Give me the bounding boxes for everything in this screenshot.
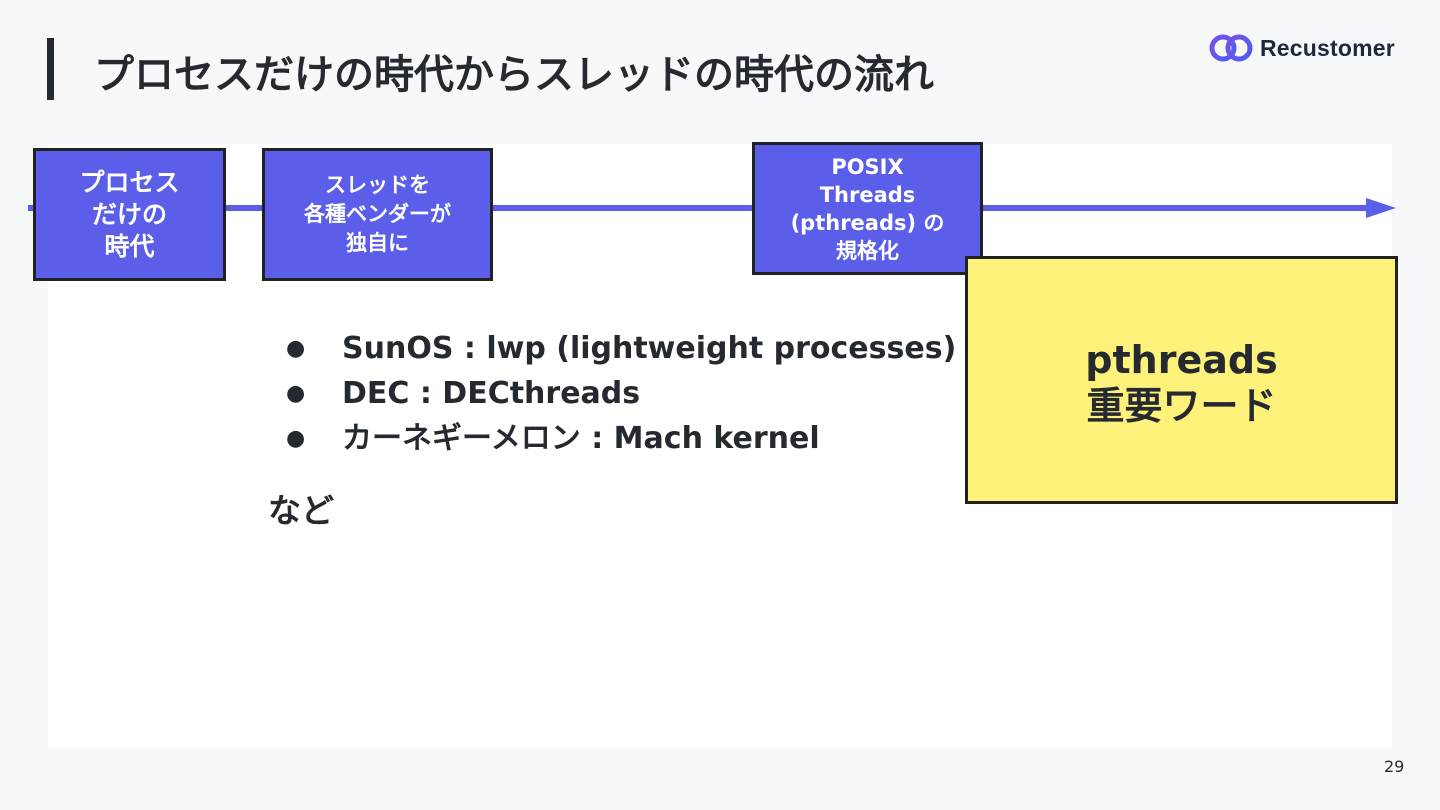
page-number: 29 <box>1384 757 1405 776</box>
title-accent-bar <box>47 38 54 100</box>
slide-title: プロセスだけの時代からスレッドの時代の流れ <box>94 52 934 98</box>
stage-label: POSIX Threads (pthreads) の 規格化 <box>790 154 945 263</box>
keyword-text: pthreads 重要ワード <box>1085 338 1278 428</box>
timeline-arrowhead <box>1366 198 1396 218</box>
keyword-callout: pthreads 重要ワード <box>965 256 1398 504</box>
examples-suffix: など <box>268 491 334 530</box>
stage-label: プロセス だけの 時代 <box>79 167 180 261</box>
timeline-stage-process-era: プロセス だけの 時代 <box>33 148 226 281</box>
timeline-stage-vendor-threads: スレッドを 各種ベンダーが 独自に <box>262 148 493 281</box>
linked-rings-icon <box>1209 34 1253 62</box>
timeline-line <box>28 205 1373 211</box>
examples-list: SunOS : lwp (lightweight processes) DEC … <box>286 330 956 465</box>
timeline-stage-posix-threads: POSIX Threads (pthreads) の 規格化 <box>752 142 983 275</box>
list-item: カーネギーメロン : Mach kernel <box>286 420 956 465</box>
brand-name: Recustomer <box>1260 34 1395 61</box>
list-item: SunOS : lwp (lightweight processes) <box>286 330 956 375</box>
brand-logo: Recustomer <box>1208 32 1395 64</box>
stage-label: スレッドを 各種ベンダーが 独自に <box>304 173 451 255</box>
list-item: DEC : DECthreads <box>286 375 956 420</box>
